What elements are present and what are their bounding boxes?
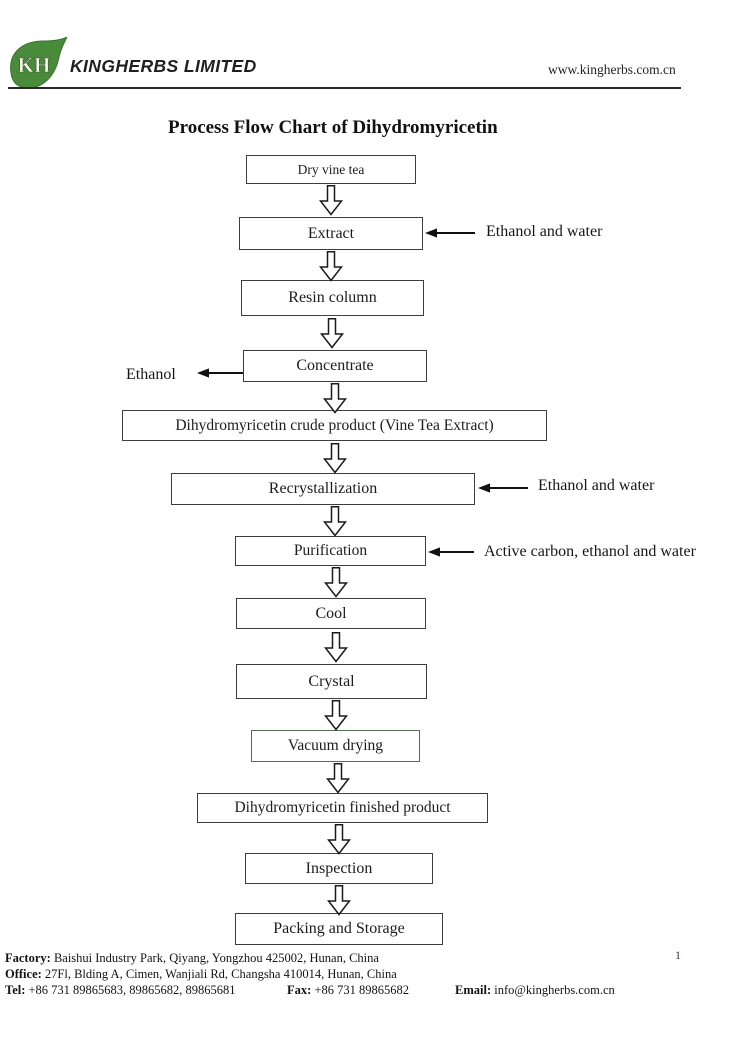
flow-step-label: Purification (293, 542, 368, 559)
footer-fax-segment: Fax: +86 731 89865682 (287, 983, 409, 998)
footer-email-value[interactable]: info@kingherbs.com.cn (494, 983, 615, 997)
left-arrow-icon (428, 547, 474, 557)
down-arrow-icon (323, 383, 347, 414)
down-arrow-icon (323, 443, 347, 474)
flow-step-dry-vine-tea: Dry vine tea (246, 155, 416, 184)
footer-factory-line: Factory: Baishui Industry Park, Qiyang, … (5, 951, 379, 966)
down-arrow-icon (320, 318, 344, 349)
down-arrow-icon (324, 700, 348, 731)
flow-step-resin-column: Resin column (241, 280, 424, 316)
flow-step-label: Dry vine tea (297, 161, 365, 177)
footer-office-line: Office: 27Fl, Blding A, Cimen, Wanjiali … (5, 967, 397, 982)
flow-step-label: Concentrate (296, 357, 374, 374)
flow-step-extract: Extract (239, 217, 423, 250)
down-arrow-icon (323, 506, 347, 537)
down-arrow-icon (326, 763, 350, 794)
flow-step-recrystallization: Recrystallization (171, 473, 475, 505)
down-arrow-icon (319, 185, 343, 216)
flow-step-packing-storage: Packing and Storage (235, 913, 443, 945)
flow-step-label: Vacuum drying (287, 737, 384, 754)
page-number: 1 (675, 948, 681, 962)
footer-factory-label: Factory: (5, 951, 51, 965)
flow-step-crystal: Crystal (236, 664, 427, 699)
header-divider (8, 87, 681, 89)
footer-office-label: Office: (5, 967, 42, 981)
footer-email-segment: Email: info@kingherbs.com.cn (455, 983, 615, 998)
footer-email-label: Email: (455, 983, 492, 997)
down-arrow-icon (319, 251, 343, 282)
left-arrow-icon (478, 483, 528, 493)
footer-tel-value: +86 731 89865683, 89865682, 89865681 (28, 983, 236, 997)
company-logo: KH (6, 35, 69, 91)
footer-tel-label: Tel: (5, 983, 26, 997)
flow-step-finished-product: Dihydromyricetin finished product (197, 793, 488, 823)
annotation-concentrate-output: Ethanol (126, 366, 176, 383)
svg-text:KH: KH (18, 53, 51, 77)
flow-step-label: Dihydromyricetin finished product (234, 799, 451, 816)
flow-step-label: Extract (307, 224, 355, 242)
flow-step-label: Inspection (305, 859, 373, 877)
footer-contact-line: Tel: +86 731 89865683, 89865682, 8986568… (5, 983, 236, 998)
flow-step-crude-product: Dihydromyricetin crude product (Vine Tea… (122, 410, 547, 441)
flow-step-vacuum-drying: Vacuum drying (251, 730, 420, 762)
flow-step-label: Recrystallization (268, 480, 378, 497)
company-name: KINGHERBS LIMITED (70, 56, 257, 76)
flow-step-label: Dihydromyricetin crude product (Vine Tea… (175, 416, 494, 434)
left-arrow-icon (425, 228, 475, 238)
flow-step-label: Packing and Storage (273, 920, 405, 937)
flow-step-inspection: Inspection (245, 853, 433, 884)
flow-step-cool: Cool (236, 598, 426, 629)
footer-fax-label: Fax: (287, 983, 312, 997)
down-arrow-icon (327, 824, 351, 855)
annotation-extract-input: Ethanol and water (486, 223, 603, 240)
page-title: Process Flow Chart of Dihydromyricetin (168, 117, 498, 138)
down-arrow-icon (324, 632, 348, 663)
down-arrow-icon (327, 885, 351, 916)
left-arrow-icon (197, 368, 243, 378)
footer-office-value: 27Fl, Blding A, Cimen, Wanjiali Rd, Chan… (44, 967, 397, 981)
leaf-logo-icon: KH (10, 35, 69, 89)
annotation-purification-input: Active carbon, ethanol and water (484, 543, 696, 560)
annotation-recrystallization-input: Ethanol and water (538, 477, 655, 494)
flow-step-label: Cool (315, 604, 347, 622)
flow-step-label: Crystal (308, 672, 355, 690)
down-arrow-icon (324, 567, 348, 598)
footer-factory-value: Baishui Industry Park, Qiyang, Yongzhou … (53, 951, 379, 965)
company-website[interactable]: www.kingherbs.com.cn (548, 62, 676, 77)
flow-step-label: Resin column (288, 289, 377, 306)
footer-fax-value: +86 731 89865682 (314, 983, 409, 997)
flow-step-concentrate: Concentrate (243, 350, 427, 382)
flow-step-purification: Purification (235, 536, 426, 566)
